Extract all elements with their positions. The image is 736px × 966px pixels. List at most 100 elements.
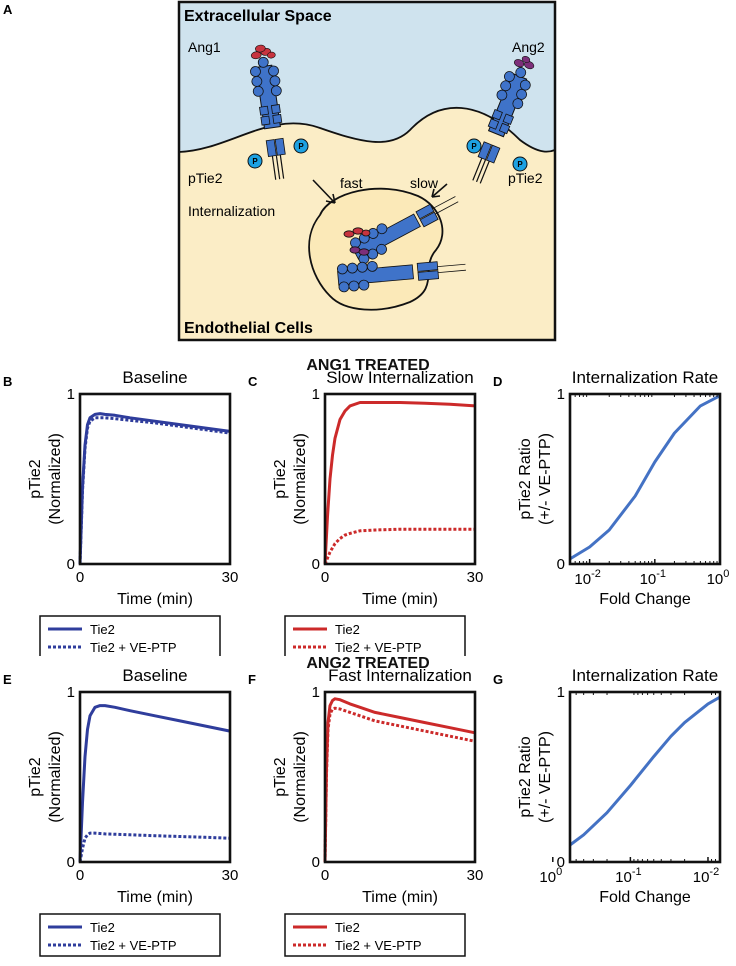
x-axis-label: Time (min) <box>362 889 438 906</box>
chart-title: Baseline <box>122 666 187 685</box>
section-title-ang1: ANG1 TREATED <box>306 357 430 374</box>
legend-box <box>39 615 221 656</box>
x-tick-base: 10 <box>693 869 710 886</box>
x-tick-label: 10-2 <box>574 568 600 588</box>
tie2-receptor-ang2 <box>472 56 535 184</box>
y-axis-label: (Normalized) <box>47 731 64 823</box>
extracellular-label: Extracellular Space <box>184 8 332 25</box>
y-tick-label: 1 <box>67 684 75 701</box>
x-axis-label: Time (min) <box>362 591 438 608</box>
chart-title: Fast Internalization <box>328 666 472 685</box>
series-line-tie2-ve-ptp <box>78 831 231 863</box>
y-tick-label: 0 <box>557 556 565 573</box>
slow-arrow <box>431 183 448 198</box>
x-tick-label: 30 <box>467 867 484 884</box>
x-tick-label: 100 <box>539 866 562 886</box>
x-tick-label: 10-1 <box>615 866 641 886</box>
legend-label: Tie2 <box>90 622 115 637</box>
x-tick-label: 0 <box>76 867 84 884</box>
series-line-tie2 <box>78 704 231 863</box>
y-axis-label: (Normalized) <box>292 433 309 525</box>
x-tick-label: 30 <box>467 569 484 586</box>
series-line-tie2 <box>569 695 721 847</box>
x-tick-label: 10-2 <box>693 866 719 886</box>
legend-label: Tie2 <box>335 622 360 637</box>
internalization-label: Internalization <box>188 203 275 219</box>
series-group <box>323 697 476 863</box>
ptie2-right-label: pTie2 <box>508 170 543 186</box>
y-axis-label: pTie2 Ratio <box>517 438 534 519</box>
slow-label: slow <box>410 175 439 191</box>
panel-letter-g: G <box>493 672 503 687</box>
panel-letter-e: E <box>3 672 12 687</box>
legend-label: Tie2 + VE-PTP <box>335 640 422 655</box>
chart-title: Internalization Rate <box>572 666 718 685</box>
legend-label: Tie2 + VE-PTP <box>335 938 422 953</box>
panel-letter-d: D <box>493 374 502 389</box>
x-tick-label: 10-1 <box>640 568 666 588</box>
legend-label: Tie2 <box>90 920 115 935</box>
y-axis-label: (Normalized) <box>47 433 64 525</box>
y-axis-label: (+/- VE-PTP) <box>537 433 554 525</box>
series-line-tie2-ve-ptp <box>78 416 231 565</box>
x-tick-base: 10 <box>574 571 591 588</box>
ang1-label: Ang1 <box>188 39 221 55</box>
phospho-markers-right: P P <box>466 138 528 172</box>
internalized-receptors <box>336 196 466 293</box>
x-tick-base: 10 <box>615 869 632 886</box>
x-tick-exponent: -1 <box>656 568 666 580</box>
x-axis-label: Time (min) <box>117 889 193 906</box>
legend-label: Tie2 + VE-PTP <box>90 938 177 953</box>
y-tick-label: 0 <box>312 854 320 871</box>
series-line-tie2 <box>323 697 476 863</box>
chart-title: Slow Internalization <box>326 368 473 387</box>
ang2-label: Ang2 <box>512 39 545 55</box>
y-tick-label: 0 <box>67 556 75 573</box>
y-tick-label: 1 <box>557 684 565 701</box>
series-group <box>78 704 231 863</box>
fast-label: fast <box>340 175 363 191</box>
endothelial-label: Endothelial Cells <box>184 320 313 337</box>
y-axis-label: pTie2 Ratio <box>517 736 534 817</box>
axes-frame <box>323 690 477 864</box>
tie2-receptor-ang1 <box>250 44 286 180</box>
series-group <box>78 412 231 565</box>
x-tick-label: 30 <box>222 867 239 884</box>
x-tick-label: 0 <box>321 569 329 586</box>
series-group <box>323 401 476 565</box>
y-axis-label: pTie2 <box>27 459 44 499</box>
x-tick-label: 0 <box>321 867 329 884</box>
x-axis-label: Fold Change <box>599 889 691 906</box>
legend-label: Tie2 <box>335 920 360 935</box>
y-tick-label: 1 <box>67 386 75 403</box>
y-tick-label: 1 <box>312 386 320 403</box>
series-line-tie2 <box>78 412 231 565</box>
series-line-tie2 <box>323 401 476 565</box>
y-tick-label: 1 <box>312 684 320 701</box>
panel-letter-a: A <box>3 2 13 17</box>
x-tick-label: 30 <box>222 569 239 586</box>
svg-text:P: P <box>252 157 258 166</box>
fast-arrow <box>312 179 336 204</box>
svg-text:P: P <box>471 142 477 151</box>
panel-letter-f: F <box>248 672 256 687</box>
y-tick-label: 0 <box>557 854 565 871</box>
legend-box <box>39 913 221 957</box>
series-group <box>569 695 721 847</box>
ang1-ligand <box>250 44 276 60</box>
y-axis-label: (Normalized) <box>292 731 309 823</box>
x-axis-label: Fold Change <box>599 591 691 608</box>
x-tick-exponent: 0 <box>723 568 729 580</box>
series-line-tie2-ve-ptp <box>323 706 476 863</box>
x-tick-label: 100 <box>707 568 730 588</box>
x-tick-base: 10 <box>539 869 556 886</box>
x-tick-exponent: -2 <box>591 568 601 580</box>
x-tick-exponent: -2 <box>709 866 719 878</box>
axes-frame <box>78 392 232 566</box>
x-tick-label: 0 <box>76 569 84 586</box>
series-group <box>569 394 721 561</box>
ang2-ligand <box>513 56 535 70</box>
axes-frame <box>323 392 477 566</box>
